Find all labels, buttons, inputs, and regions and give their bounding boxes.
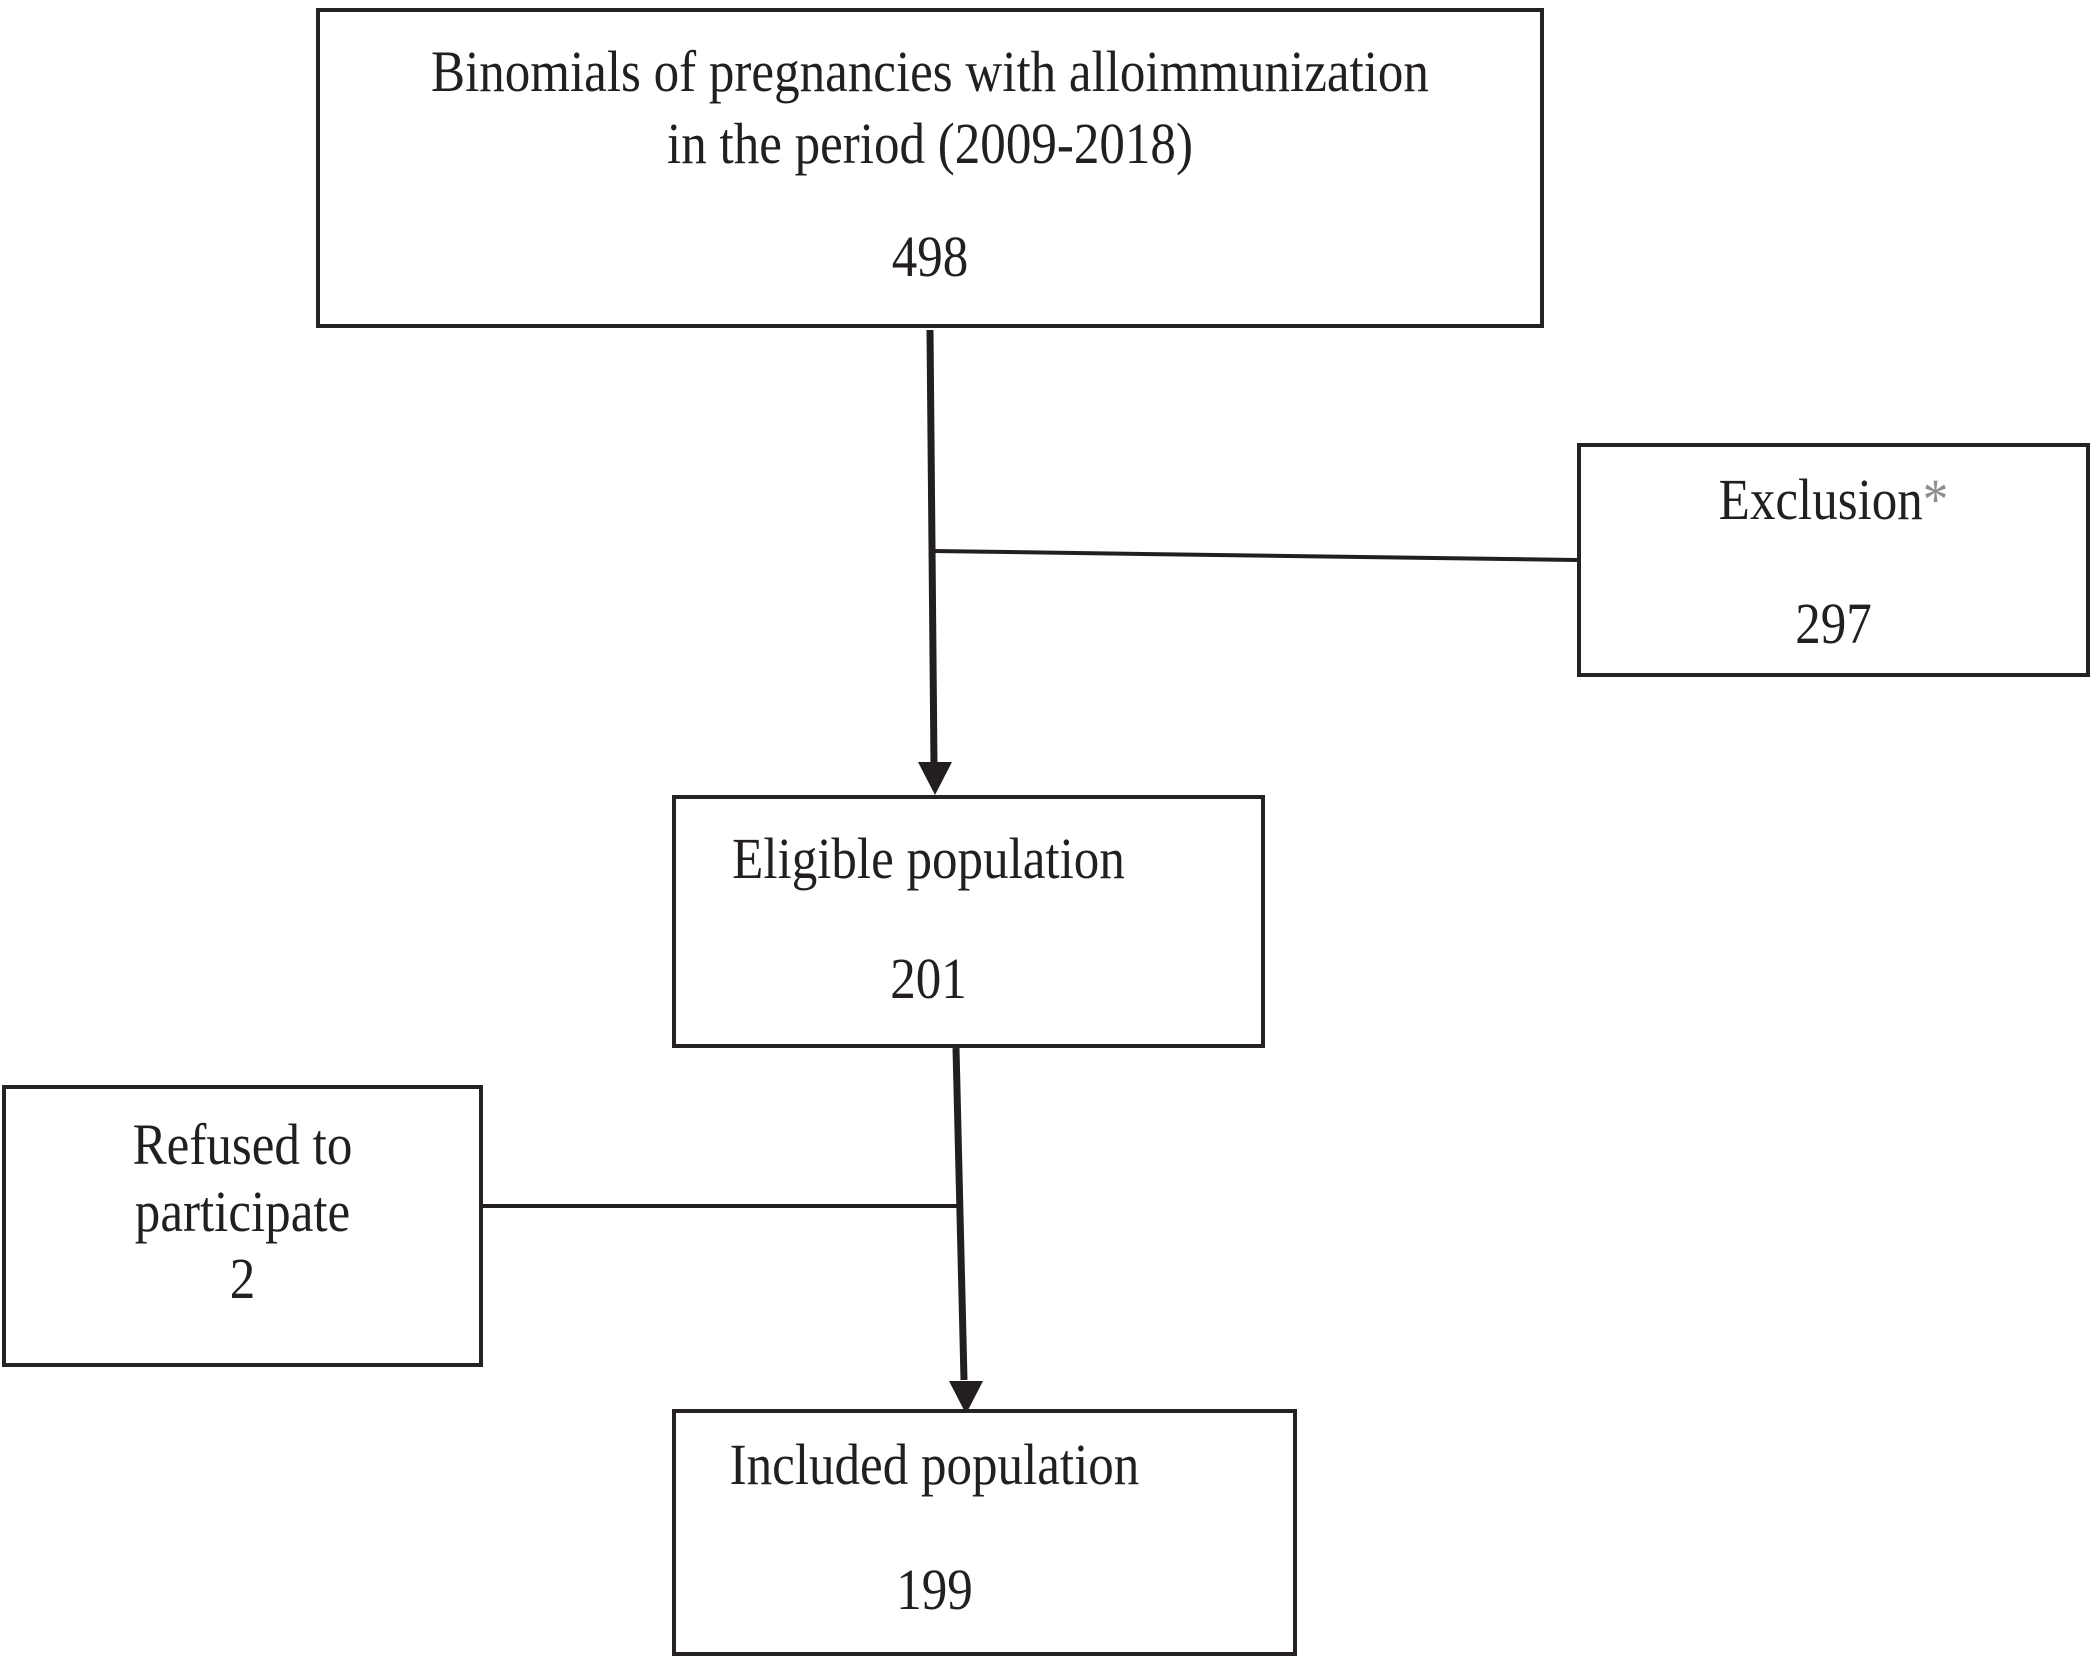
exclusion-asterisk: * <box>1922 467 1949 532</box>
source-title-line2: in the period (2009-2018) <box>667 111 1193 176</box>
eligible-count: 201 <box>890 946 967 1011</box>
exclusion-box: Exclusion* 297 <box>1577 443 2090 677</box>
eligible-label: Eligible population <box>732 826 1125 891</box>
eligible-population-box: Eligible population 201 <box>672 795 1265 1048</box>
source-population-box: Binomials of pregnancies with alloimmuni… <box>316 8 1544 328</box>
refused-label-line1: Refused to <box>132 1112 353 1177</box>
arrow-source-to-eligible <box>918 329 952 795</box>
included-label: Included population <box>729 1432 1140 1497</box>
arrow-eligible-to-included <box>949 1047 983 1414</box>
included-population-box: Included population 199 <box>672 1409 1297 1656</box>
exclusion-label-text: Exclusion <box>1718 467 1923 532</box>
refused-count: 2 <box>229 1246 256 1311</box>
source-count: 498 <box>891 224 969 289</box>
line-to-exclusion <box>931 549 1578 562</box>
refused-box: Refused to participate 2 <box>2 1085 483 1367</box>
source-title-line1: Binomials of pregnancies with alloimmuni… <box>431 39 1429 104</box>
exclusion-label: Exclusion* <box>1611 465 2055 535</box>
refused-label-line2: participate <box>134 1179 351 1244</box>
included-count: 199 <box>896 1557 973 1622</box>
exclusion-count: 297 <box>1795 591 1872 656</box>
